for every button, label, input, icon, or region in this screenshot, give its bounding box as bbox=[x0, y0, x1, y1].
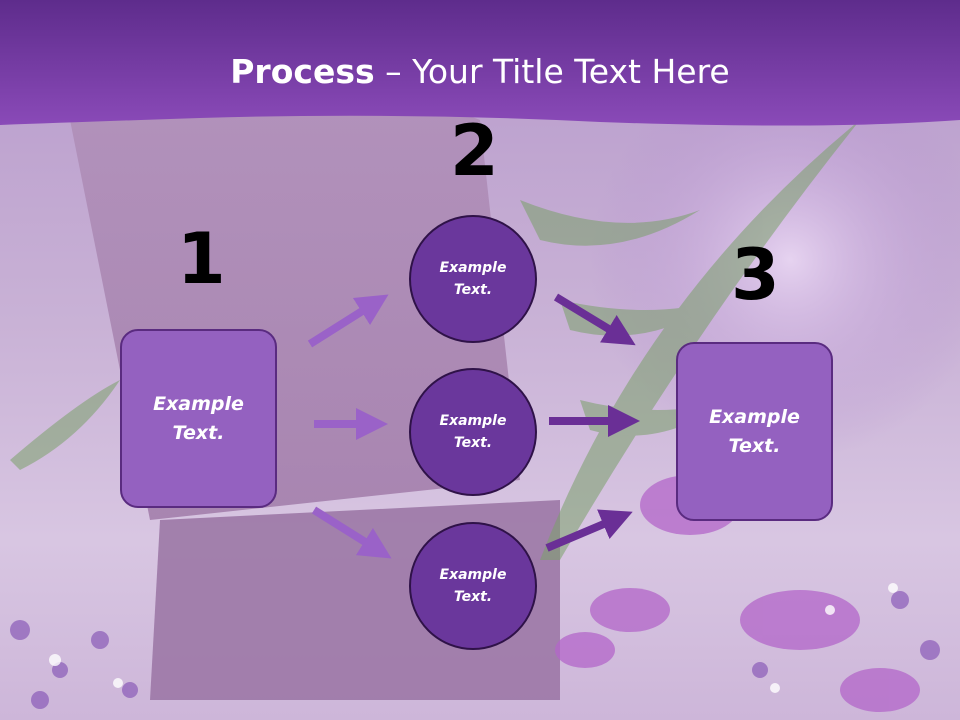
arrow-1-to-top bbox=[307, 294, 389, 348]
step-3-text: Example Text. bbox=[709, 406, 800, 457]
arrow-top-to-3 bbox=[553, 293, 636, 346]
step-2-item-2-text: Example Text. bbox=[439, 412, 507, 451]
step-1-text: Example Text. bbox=[153, 393, 244, 444]
step-2-circle-top: Example Text. bbox=[409, 215, 537, 343]
step-number-1: 1 bbox=[177, 218, 226, 300]
slide-title: Process – Your Title Text Here bbox=[0, 52, 960, 91]
arrow-bottom-to-3 bbox=[545, 509, 633, 552]
step-2-circle-middle: Example Text. bbox=[409, 368, 537, 496]
step-3-box: Example Text. bbox=[676, 342, 833, 521]
step-number-3: 3 bbox=[731, 234, 780, 316]
step-2-circle-bottom: Example Text. bbox=[409, 522, 537, 650]
step-2-item-3-text: Example Text. bbox=[439, 566, 507, 605]
step-1-box: Example Text. bbox=[120, 329, 277, 508]
title-rest: – Your Title Text Here bbox=[374, 52, 730, 91]
arrow-1-to-bottom bbox=[311, 506, 392, 559]
step-number-2: 2 bbox=[450, 110, 499, 192]
step-2-item-1-text: Example Text. bbox=[439, 259, 507, 298]
title-bold: Process bbox=[230, 52, 375, 91]
